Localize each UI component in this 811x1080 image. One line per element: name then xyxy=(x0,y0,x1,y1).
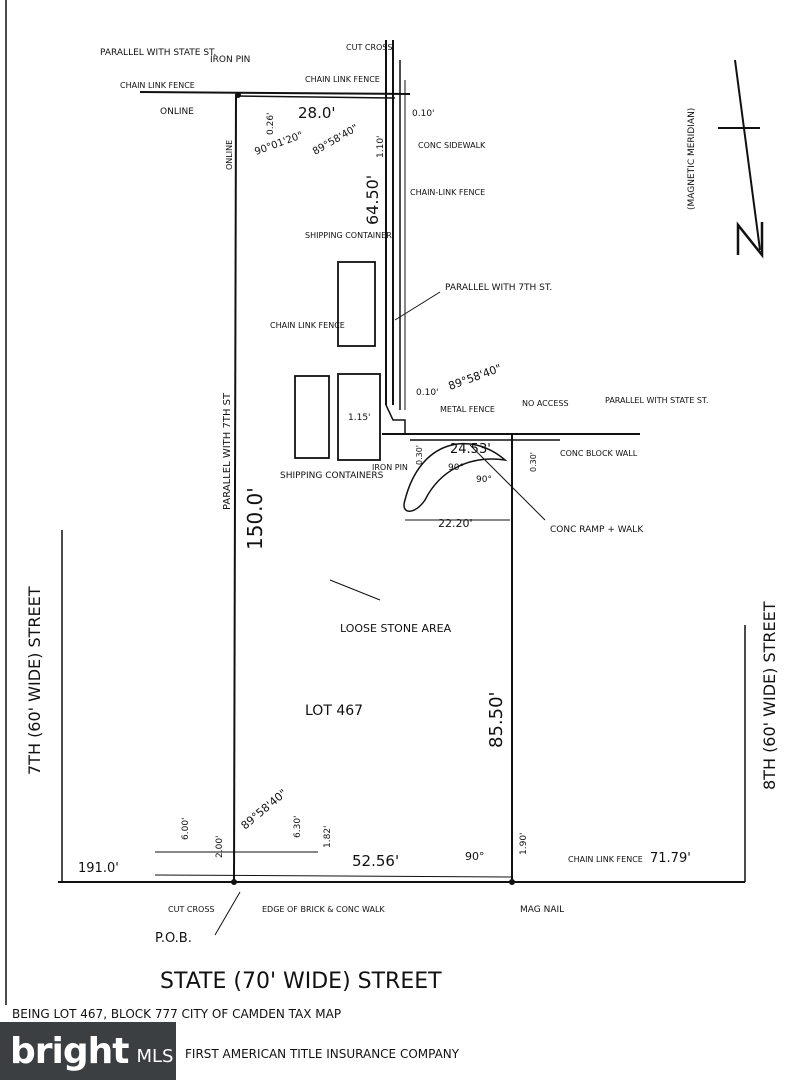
label-metal-fence: METAL FENCE xyxy=(440,405,495,414)
label-online-vertical: ONLINE xyxy=(225,140,234,170)
label-dim-64-50: 64.50' xyxy=(363,175,382,225)
label-lot-467: LOT 467 xyxy=(305,703,363,719)
label-angle-90-a: 90° xyxy=(448,463,464,473)
label-conc-sidewalk: CONC SIDEWALK xyxy=(418,141,486,150)
label-street-7th: 7TH (60' WIDE) STREET xyxy=(25,586,44,775)
label-cut-cross-bottom: CUT CROSS xyxy=(168,905,214,914)
label-dim-1-15: 1.15' xyxy=(348,413,371,423)
label-angle-90-bottom: 90° xyxy=(465,850,485,863)
label-parallel-with-7th-vertical: PARALLEL WITH 7TH ST xyxy=(222,392,233,510)
pob-marker xyxy=(231,879,237,885)
watermark-suffix: MLS xyxy=(136,1045,174,1067)
label-magnetic-meridian: (MAGNETIC MERIDIAN) xyxy=(687,108,697,210)
label-shipping-container-top: SHIPPING CONTAINER xyxy=(305,231,392,240)
label-dim-52-56: 52.56' xyxy=(352,852,399,870)
label-cut-cross-top: CUT CROSS xyxy=(346,43,392,52)
label-dim-0-26: 0.26' xyxy=(266,112,276,135)
bottom-offset-line xyxy=(154,874,513,878)
label-dim-191-0: 191.0' xyxy=(78,861,119,876)
label-dim-2-00: 2.00' xyxy=(215,835,225,858)
label-chain-link-left: CHAIN LINK FENCE xyxy=(270,321,345,330)
label-being-lot: BEING LOT 467, BLOCK 777 CITY OF CAMDEN … xyxy=(12,1007,341,1021)
label-dim-0-30-right: 0.30' xyxy=(529,452,538,472)
shipping-container-3 xyxy=(337,373,381,461)
label-loose-stone-area: LOOSE STONE AREA xyxy=(340,622,452,635)
label-chain-link-right: CHAIN-LINK FENCE xyxy=(410,188,485,197)
label-insurance-company: FIRST AMERICAN TITLE INSURANCE COMPANY xyxy=(185,1047,460,1061)
label-angle-90-b: 90° xyxy=(476,475,492,485)
label-dim-24-53: 24.53' xyxy=(450,442,491,457)
shipping-container-2 xyxy=(294,375,330,459)
label-angle-89-58-40-bottom: 89°58'40" xyxy=(239,787,290,833)
leader-parallel-7th xyxy=(394,291,441,321)
west-property-line xyxy=(233,94,237,883)
notch-outline xyxy=(385,404,406,435)
label-dim-71-79: 71.79' xyxy=(650,851,691,866)
label-dim-1-90: 1.90' xyxy=(519,832,529,855)
bright-mls-watermark: bright MLS xyxy=(0,1022,176,1080)
label-chain-link-top-left: CHAIN LINK FENCE xyxy=(120,81,195,90)
label-no-access: NO ACCESS xyxy=(522,399,569,408)
label-dim-6-30: 6.30' xyxy=(293,815,303,838)
label-chain-link-top-mid: CHAIN LINK FENCE xyxy=(305,75,380,84)
label-dim-22-20: 22.20' xyxy=(438,517,473,530)
north-arrow-shaft xyxy=(734,59,761,251)
label-iron-pin-top: IRON PIN xyxy=(210,55,250,65)
label-angle-90-01-20: 90°01'20" xyxy=(253,130,304,158)
top-fence-line-2 xyxy=(234,95,396,99)
label-dim-0-10-top: 0.10' xyxy=(412,109,435,119)
ramp-arrow-line xyxy=(469,444,546,521)
label-iron-pin-mid: IRON PIN xyxy=(372,463,408,472)
label-pob: P.O.B. xyxy=(155,931,192,946)
label-dim-0-30-left: 0.30' xyxy=(415,445,424,465)
label-dim-6-00: 6.00' xyxy=(181,817,191,840)
label-dim-1-10: 1.10' xyxy=(376,135,386,158)
shipping-container-1 xyxy=(337,261,376,347)
label-angle-89-58-40-top: 89°58'40" xyxy=(311,123,360,158)
leader-loose-stone xyxy=(329,579,381,601)
label-online-left: ONLINE xyxy=(160,107,194,117)
label-conc-block-wall: CONC BLOCK WALL xyxy=(560,449,638,458)
label-dim-28-0: 28.0' xyxy=(298,104,336,122)
label-street-8th: 8TH (60' WIDE) STREET xyxy=(760,601,779,790)
label-chain-link-bottom: CHAIN LINK FENCE xyxy=(568,855,643,864)
label-mag-nail: MAG NAIL xyxy=(520,905,564,915)
top-fence-line xyxy=(139,91,411,95)
label-conc-ramp-walk: CONC RAMP + WALK xyxy=(550,525,644,535)
watermark-brand: bright xyxy=(10,1030,129,1072)
leader-pob xyxy=(214,891,241,936)
label-edge-of-brick: EDGE OF BRICK & CONC WALK xyxy=(262,905,385,914)
mag-nail-marker xyxy=(509,879,515,885)
conc-ramp-outline xyxy=(403,442,508,512)
label-angle-89-58-40-mid: 89°58'40" xyxy=(447,362,504,393)
label-shipping-containers: SHIPPING CONTAINERS xyxy=(280,471,384,481)
label-parallel-state-right: PARALLEL WITH STATE ST. xyxy=(605,396,708,405)
label-dim-1-82: 1.82' xyxy=(323,825,333,848)
label-dim-85-50: 85.50' xyxy=(486,692,507,748)
label-parallel-with-7th: PARALLEL WITH 7TH ST. xyxy=(445,283,552,293)
label-dim-0-10-mid: 0.10' xyxy=(416,388,439,398)
label-dim-150-0: 150.0' xyxy=(243,487,267,550)
label-parallel-state-top: PARALLEL WITH STATE ST. xyxy=(100,48,216,58)
label-state-street: STATE (70' WIDE) STREET xyxy=(160,969,442,994)
north-n-symbol xyxy=(736,221,764,259)
